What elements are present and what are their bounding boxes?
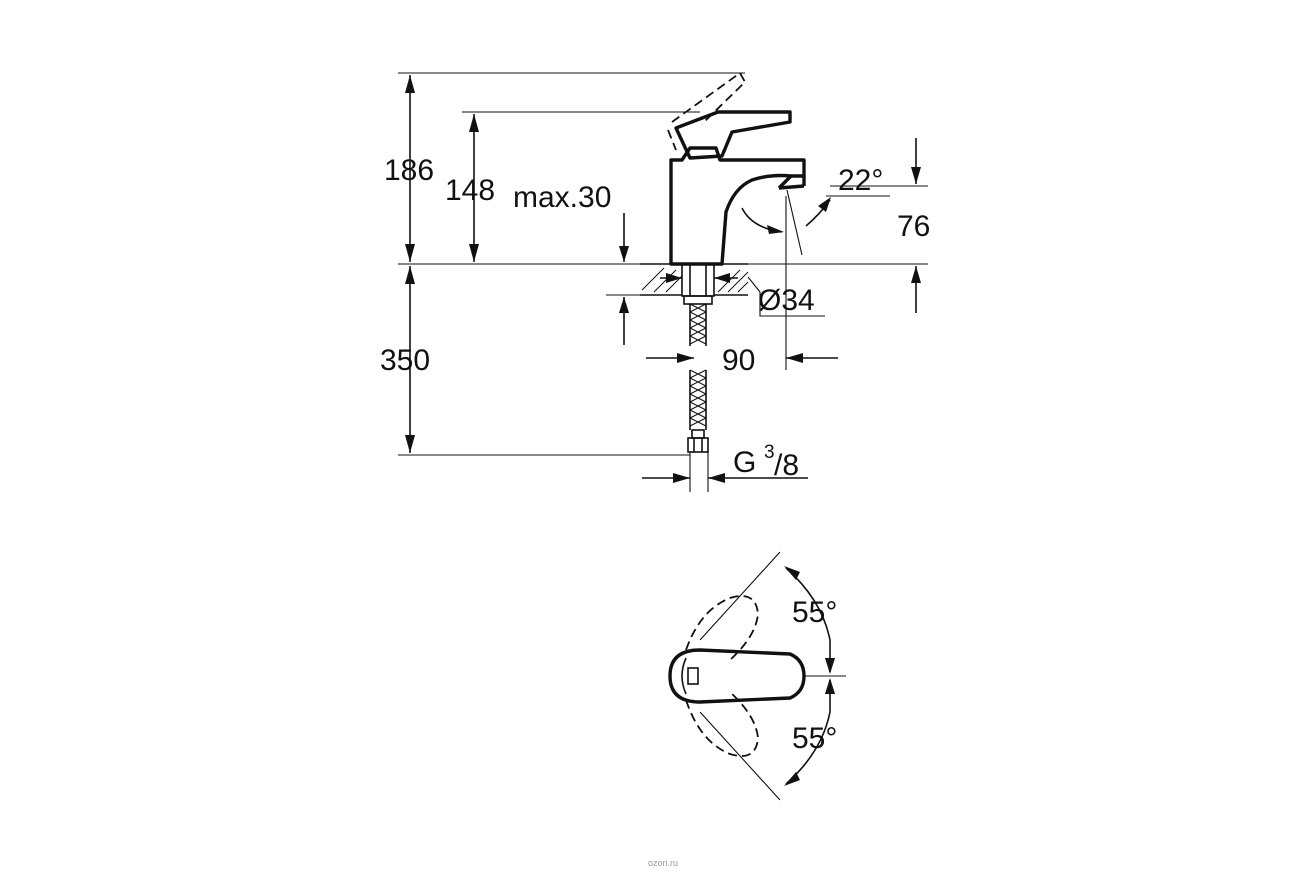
label-76: 76 bbox=[897, 210, 930, 243]
counter-slab bbox=[640, 263, 749, 296]
label-thread-numerator: 3 bbox=[764, 442, 775, 463]
label-350: 350 bbox=[380, 344, 430, 377]
dimension-148: 148 bbox=[445, 114, 495, 262]
watermark-text: ozon.ru bbox=[648, 858, 678, 868]
mounting-shank bbox=[681, 263, 715, 305]
lever-top-view bbox=[668, 648, 806, 704]
label-55-bottom: 55° bbox=[792, 722, 837, 755]
label-186: 186 bbox=[384, 154, 434, 187]
faucet-body bbox=[667, 71, 806, 266]
top-view: 55° 55° bbox=[668, 551, 846, 801]
lever-raised-outline bbox=[671, 71, 747, 125]
label-90: 90 bbox=[722, 344, 755, 377]
faucet-body-outline bbox=[669, 146, 806, 266]
dimension-thread-g38: G 3 /8 bbox=[642, 442, 808, 492]
dimension-76: 76 bbox=[897, 138, 930, 313]
label-thread-denominator: /8 bbox=[774, 449, 799, 482]
label-55-top: 55° bbox=[792, 596, 837, 629]
label-148: 148 bbox=[445, 174, 495, 207]
dimension-350: 350 bbox=[380, 266, 430, 453]
dimension-186: 186 bbox=[384, 75, 434, 262]
lever-position-bottom-dashed bbox=[685, 691, 759, 757]
side-view: 186 148 max.30 350 bbox=[380, 71, 930, 492]
lever-handle bbox=[674, 110, 792, 160]
dimension-90: 90 bbox=[646, 196, 838, 377]
braided-hose bbox=[687, 303, 709, 453]
angle-22: 22° bbox=[741, 164, 890, 256]
lever-position-top-dashed bbox=[685, 595, 759, 661]
label-22-degrees: 22° bbox=[838, 164, 883, 197]
label-thread-g: G bbox=[733, 446, 756, 479]
dimension-max30: max.30 bbox=[513, 181, 629, 345]
label-max30: max.30 bbox=[513, 181, 611, 214]
